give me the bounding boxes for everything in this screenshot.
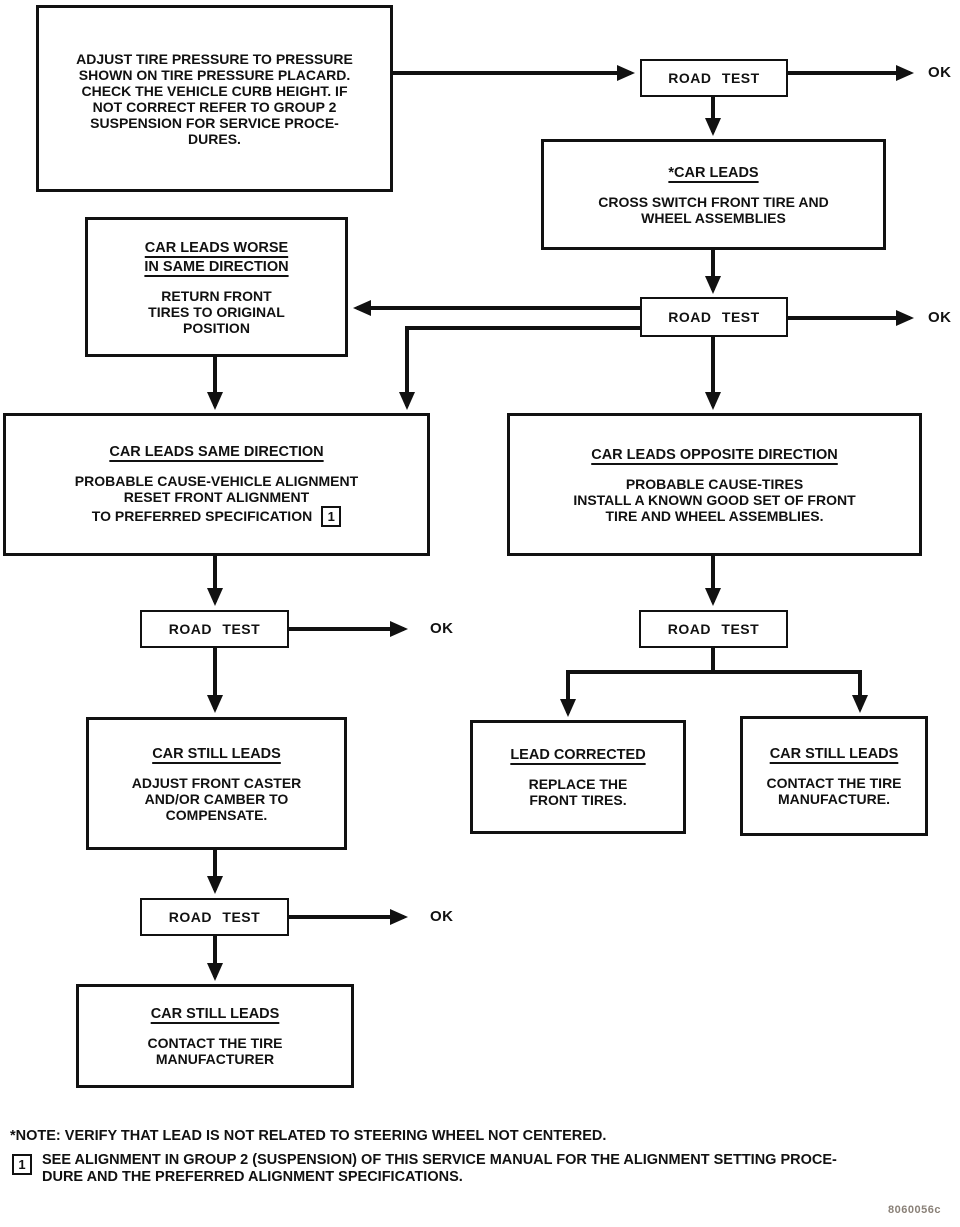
box-body: CONTACT THE TIRE MANUFACTURE. — [766, 775, 902, 807]
note-star: *NOTE: VERIFY THAT LEAD IS NOT RELATED T… — [10, 1128, 607, 1144]
box-car-leads-worse: CAR LEADS WORSE IN SAME DIRECTION RETURN… — [85, 217, 348, 357]
box-body-text: TO PREFERRED SPECIFICATION — [91, 508, 313, 524]
road-test-label: ROAD TEST — [668, 70, 760, 86]
box-body: PROBABLE CAUSE-TIRES INSTALL A KNOWN GOO… — [573, 475, 856, 524]
footnote-1-marker: 1 — [321, 505, 342, 527]
box-body: REPLACE THE FRONT TIRES. — [528, 776, 628, 808]
ok-label: OK — [430, 908, 454, 925]
box-body: ADJUST FRONT CASTER AND/OR CAMBER TO COM… — [131, 774, 302, 823]
box-body-last-line: TO PREFERRED SPECIFICATION 1 — [91, 505, 342, 527]
box-title: *CAR LEADS — [668, 164, 759, 181]
road-test-label: ROAD TEST — [168, 621, 261, 637]
box-car-leads-opposite-direction: CAR LEADS OPPOSITE DIRECTION PROBABLE CA… — [507, 413, 922, 556]
box-title: CAR STILL LEADS — [152, 745, 281, 762]
box-car-still-leads-manufacturer: CAR STILL LEADS CONTACT THE TIRE MANUFAC… — [76, 984, 354, 1088]
box-title: CAR LEADS WORSE IN SAME DIRECTION — [144, 239, 289, 275]
box-car-leads-same-direction: CAR LEADS SAME DIRECTION PROBABLE CAUSE-… — [3, 413, 430, 556]
box-road-test-4: ROAD TEST — [639, 610, 788, 648]
box-title: CAR LEADS OPPOSITE DIRECTION — [591, 446, 838, 463]
box-body: RETURN FRONT TIRES TO ORIGINAL POSITION — [148, 287, 285, 336]
box-title: LEAD CORRECTED — [510, 747, 646, 763]
road-test-label: ROAD TEST — [168, 909, 261, 925]
box-adjust-tire-pressure: ADJUST TIRE PRESSURE TO PRESSURE SHOWN O… — [36, 5, 393, 192]
ok-label: OK — [928, 309, 952, 326]
box-car-leads: *CAR LEADS CROSS SWITCH FRONT TIRE AND W… — [541, 139, 886, 250]
road-test-label: ROAD TEST — [668, 309, 760, 325]
note-1-text: SEE ALIGNMENT IN GROUP 2 (SUSPENSION) OF… — [42, 1152, 837, 1185]
ok-label: OK — [430, 620, 454, 637]
box-road-test-3: ROAD TEST — [140, 610, 289, 648]
box-body: ADJUST TIRE PRESSURE TO PRESSURE SHOWN O… — [76, 50, 353, 147]
box-body: CROSS SWITCH FRONT TIRE AND WHEEL ASSEMB… — [598, 193, 829, 226]
box-title: CAR STILL LEADS — [769, 746, 899, 762]
box-road-test-1: ROAD TEST — [640, 59, 788, 97]
box-car-still-leads-manufacture: CAR STILL LEADS CONTACT THE TIRE MANUFAC… — [740, 716, 928, 836]
note-1: 1 SEE ALIGNMENT IN GROUP 2 (SUSPENSION) … — [12, 1152, 952, 1186]
figure-code: 8060056c — [888, 1204, 941, 1216]
box-title: CAR LEADS SAME DIRECTION — [109, 443, 324, 460]
box-road-test-2: ROAD TEST — [640, 297, 788, 337]
box-lead-corrected: LEAD CORRECTED REPLACE THE FRONT TIRES. — [470, 720, 686, 834]
box-body: PROBABLE CAUSE-VEHICLE ALIGNMENT RESET F… — [74, 472, 359, 505]
box-title: CAR STILL LEADS — [150, 1006, 280, 1022]
box-body: CONTACT THE TIRE MANUFACTURER — [147, 1035, 283, 1067]
ok-label: OK — [928, 64, 952, 81]
box-car-still-leads-adjust: CAR STILL LEADS ADJUST FRONT CASTER AND/… — [86, 717, 347, 850]
road-test-label: ROAD TEST — [667, 621, 760, 637]
box-road-test-5: ROAD TEST — [140, 898, 289, 936]
footnote-1-marker: 1 — [12, 1154, 32, 1175]
